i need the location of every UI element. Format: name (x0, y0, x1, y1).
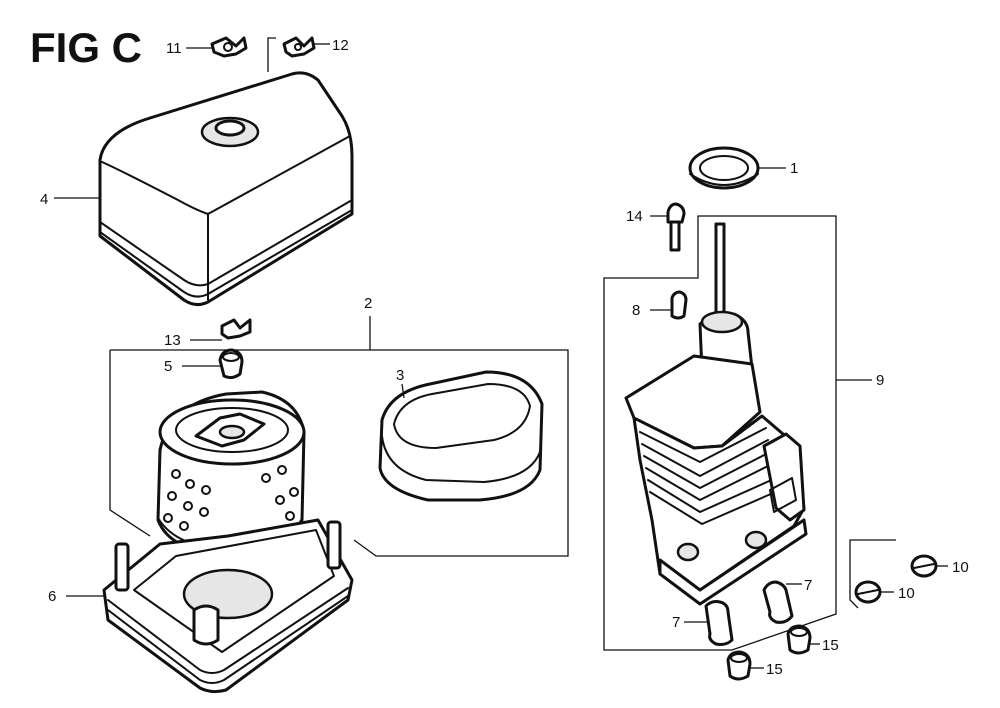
foam-filter-3 (378, 370, 544, 502)
callout-3: 3 (396, 367, 404, 384)
callout-2: 2 (364, 295, 372, 312)
callout-8: 8 (632, 302, 640, 319)
callout-4: 4 (40, 191, 48, 208)
gasket-1 (688, 146, 760, 190)
wing-nut-13 (220, 318, 252, 340)
bolt-14 (666, 202, 686, 252)
grommet-10a (910, 554, 938, 578)
callout-15-right: 15 (822, 637, 839, 654)
air-cleaner-case-9 (624, 222, 808, 606)
bracket-12 (267, 37, 276, 72)
grommet-10b (854, 580, 882, 604)
callout-14: 14 (626, 208, 643, 225)
bracket-2-right (110, 349, 569, 557)
figure-title: FIG C (30, 24, 142, 71)
callout-7-lower: 7 (672, 614, 680, 631)
callout-15-lower: 15 (766, 661, 783, 678)
nut-15b (726, 650, 752, 681)
callout-5: 5 (164, 358, 172, 375)
callout-1: 1 (790, 160, 798, 177)
callout-11: 11 (166, 40, 182, 57)
callout-7-upper: 7 (804, 577, 812, 594)
bracket-2-left (109, 350, 151, 537)
callout-6: 6 (48, 588, 56, 605)
callout-10-upper: 10 (952, 559, 969, 576)
wing-nut-11 (210, 36, 248, 58)
callout-9: 9 (876, 372, 884, 389)
bracket-9 (603, 215, 837, 651)
wing-nut-12 (282, 36, 316, 58)
drain-tube-7b (704, 600, 734, 646)
air-cleaner-cover-4 (98, 71, 354, 307)
drain-tube-7a (762, 580, 794, 624)
cap-8 (670, 290, 688, 320)
callout-13: 13 (164, 332, 181, 349)
air-filter-element-2 (156, 390, 306, 558)
callout-10-lower: 10 (898, 585, 915, 602)
callout-12: 12 (332, 37, 349, 54)
bracket-10 (849, 539, 896, 609)
air-cleaner-base-6 (102, 518, 354, 694)
nut-5 (218, 348, 244, 380)
nut-15a (786, 624, 812, 655)
